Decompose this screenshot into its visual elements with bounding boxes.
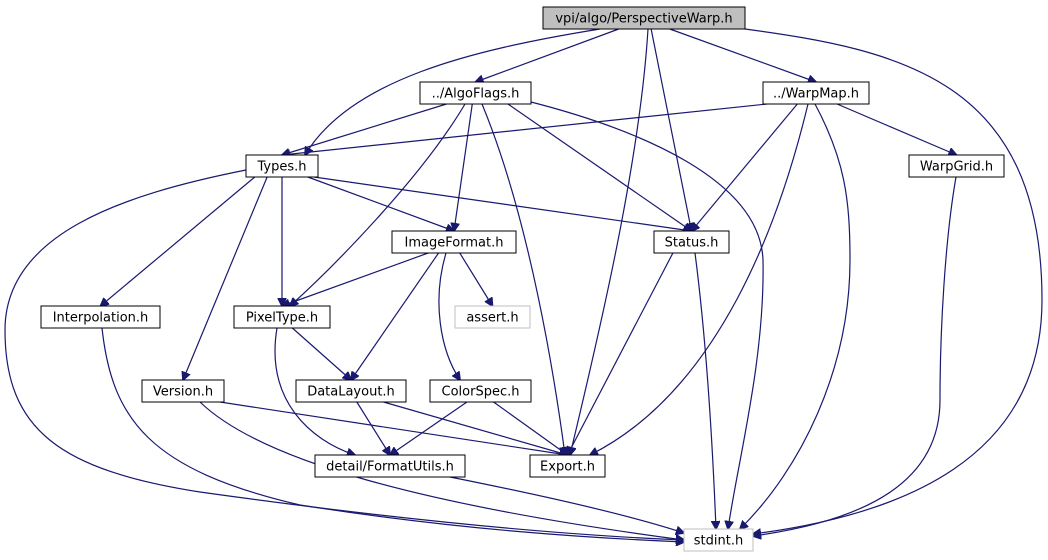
edge-status-to-export xyxy=(568,252,674,455)
node-label-assert: assert.h xyxy=(466,311,518,326)
node-label-interpolation: Interpolation.h xyxy=(53,311,149,326)
node-box-warpgrid xyxy=(908,154,1005,178)
edge-perspective-to-stdint xyxy=(744,28,1043,534)
edge-version-to-export xyxy=(219,401,568,455)
node-stdint: stdint.h xyxy=(683,528,754,552)
node-box-status xyxy=(653,230,730,254)
node-assert: assert.h xyxy=(454,305,531,329)
edge-imageformat-to-pixeltype xyxy=(282,252,429,306)
node-box-version xyxy=(141,379,225,403)
node-box-datalayout xyxy=(295,379,407,403)
edge-status-to-stdint xyxy=(694,252,716,529)
node-types[interactable]: Types.h xyxy=(245,154,319,178)
node-label-formatutils: detail/FormatUtils.h xyxy=(326,460,454,475)
edge-colorspec-to-formatutils xyxy=(390,401,468,455)
node-label-perspective: vpi/algo/PerspectiveWarp.h xyxy=(555,12,732,27)
edge-algoflags-to-imageformat xyxy=(454,103,473,231)
edge-colorspec-to-export xyxy=(493,401,568,455)
edge-formatutils-to-stdint xyxy=(449,476,684,533)
edge-imageformat-to-colorspec xyxy=(438,252,460,380)
node-box-assert xyxy=(454,305,531,329)
edge-warpmap-to-warpgrid xyxy=(836,103,956,155)
edge-warpmap-to-status xyxy=(692,103,798,231)
edge-warpmap-to-export xyxy=(590,103,809,455)
node-label-algoflags: ../AlgoFlags.h xyxy=(432,87,520,102)
node-formatutils[interactable]: detail/FormatUtils.h xyxy=(314,454,466,478)
edge-types-to-stdint xyxy=(4,169,684,540)
node-box-interpolation xyxy=(40,305,161,329)
node-perspective[interactable]: vpi/algo/PerspectiveWarp.h xyxy=(542,6,746,30)
edge-types-to-imageformat xyxy=(307,176,454,231)
edge-version-to-stdint xyxy=(199,401,684,540)
node-box-warpmap xyxy=(762,81,870,105)
node-label-export: Export.h xyxy=(540,460,595,475)
node-label-datalayout: DataLayout.h xyxy=(307,385,395,400)
edge-imageformat-to-assert xyxy=(459,252,493,306)
edge-datalayout-to-export xyxy=(383,401,567,455)
node-pixeltype[interactable]: PixelType.h xyxy=(233,305,331,329)
node-box-colorspec xyxy=(429,379,532,403)
node-box-imageformat xyxy=(391,230,517,254)
node-box-formatutils xyxy=(314,454,466,478)
edge-algoflags-to-export xyxy=(481,103,565,455)
edge-perspective-to-algoflags xyxy=(476,28,619,82)
node-label-types: Types.h xyxy=(256,160,306,175)
edge-algoflags-to-status xyxy=(507,103,692,231)
node-label-imageformat: ImageFormat.h xyxy=(405,236,504,251)
node-version[interactable]: Version.h xyxy=(141,379,225,403)
edge-warpmap-to-stdint xyxy=(740,103,851,529)
edge-types-to-status xyxy=(313,176,692,231)
node-imageformat[interactable]: ImageFormat.h xyxy=(391,230,517,254)
edge-imageformat-to-datalayout xyxy=(351,252,440,380)
node-label-pixeltype: PixelType.h xyxy=(246,311,318,326)
edge-algoflags-to-types xyxy=(282,103,447,155)
node-label-status: Status.h xyxy=(665,236,719,251)
edge-perspective-to-warpmap xyxy=(669,28,816,82)
node-label-warpmap: ../WarpMap.h xyxy=(773,87,859,102)
node-warpgrid[interactable]: WarpGrid.h xyxy=(908,154,1005,178)
edge-types-to-version xyxy=(183,176,268,380)
node-status[interactable]: Status.h xyxy=(653,230,730,254)
edge-warpgrid-to-stdint xyxy=(753,176,957,536)
node-export[interactable]: Export.h xyxy=(529,454,606,478)
node-box-export xyxy=(529,454,606,478)
edge-algoflags-to-stdint xyxy=(530,101,764,529)
edge-perspective-to-status xyxy=(650,28,691,231)
edges-layer xyxy=(4,28,1043,542)
edge-datalayout-to-formatutils xyxy=(356,401,390,455)
node-box-perspective xyxy=(542,6,746,30)
node-box-stdint xyxy=(683,528,754,552)
node-interpolation[interactable]: Interpolation.h xyxy=(40,305,161,329)
node-algoflags[interactable]: ../AlgoFlags.h xyxy=(419,81,532,105)
nodes-layer: vpi/algo/PerspectiveWarp.h ../AlgoFlags.h… xyxy=(40,6,1005,552)
node-label-warpgrid: WarpGrid.h xyxy=(920,160,993,175)
node-box-pixeltype xyxy=(233,305,331,329)
edge-warpmap-to-types xyxy=(282,103,768,155)
edge-interpolation-to-stdint xyxy=(101,327,684,542)
edge-pixeltype-to-datalayout xyxy=(291,327,351,380)
node-label-stdint: stdint.h xyxy=(694,534,743,549)
node-label-version: Version.h xyxy=(153,385,213,400)
node-datalayout[interactable]: DataLayout.h xyxy=(295,379,407,403)
edge-perspective-to-export xyxy=(570,28,649,455)
node-colorspec[interactable]: ColorSpec.h xyxy=(429,379,532,403)
node-box-algoflags xyxy=(419,81,532,105)
node-box-types xyxy=(245,154,319,178)
edge-types-to-interpolation xyxy=(101,176,256,306)
node-warpmap[interactable]: ../WarpMap.h xyxy=(762,81,870,105)
edge-algoflags-to-pixeltype xyxy=(290,103,466,306)
edge-perspective-to-types xyxy=(305,28,601,155)
node-label-colorspec: ColorSpec.h xyxy=(442,385,520,400)
